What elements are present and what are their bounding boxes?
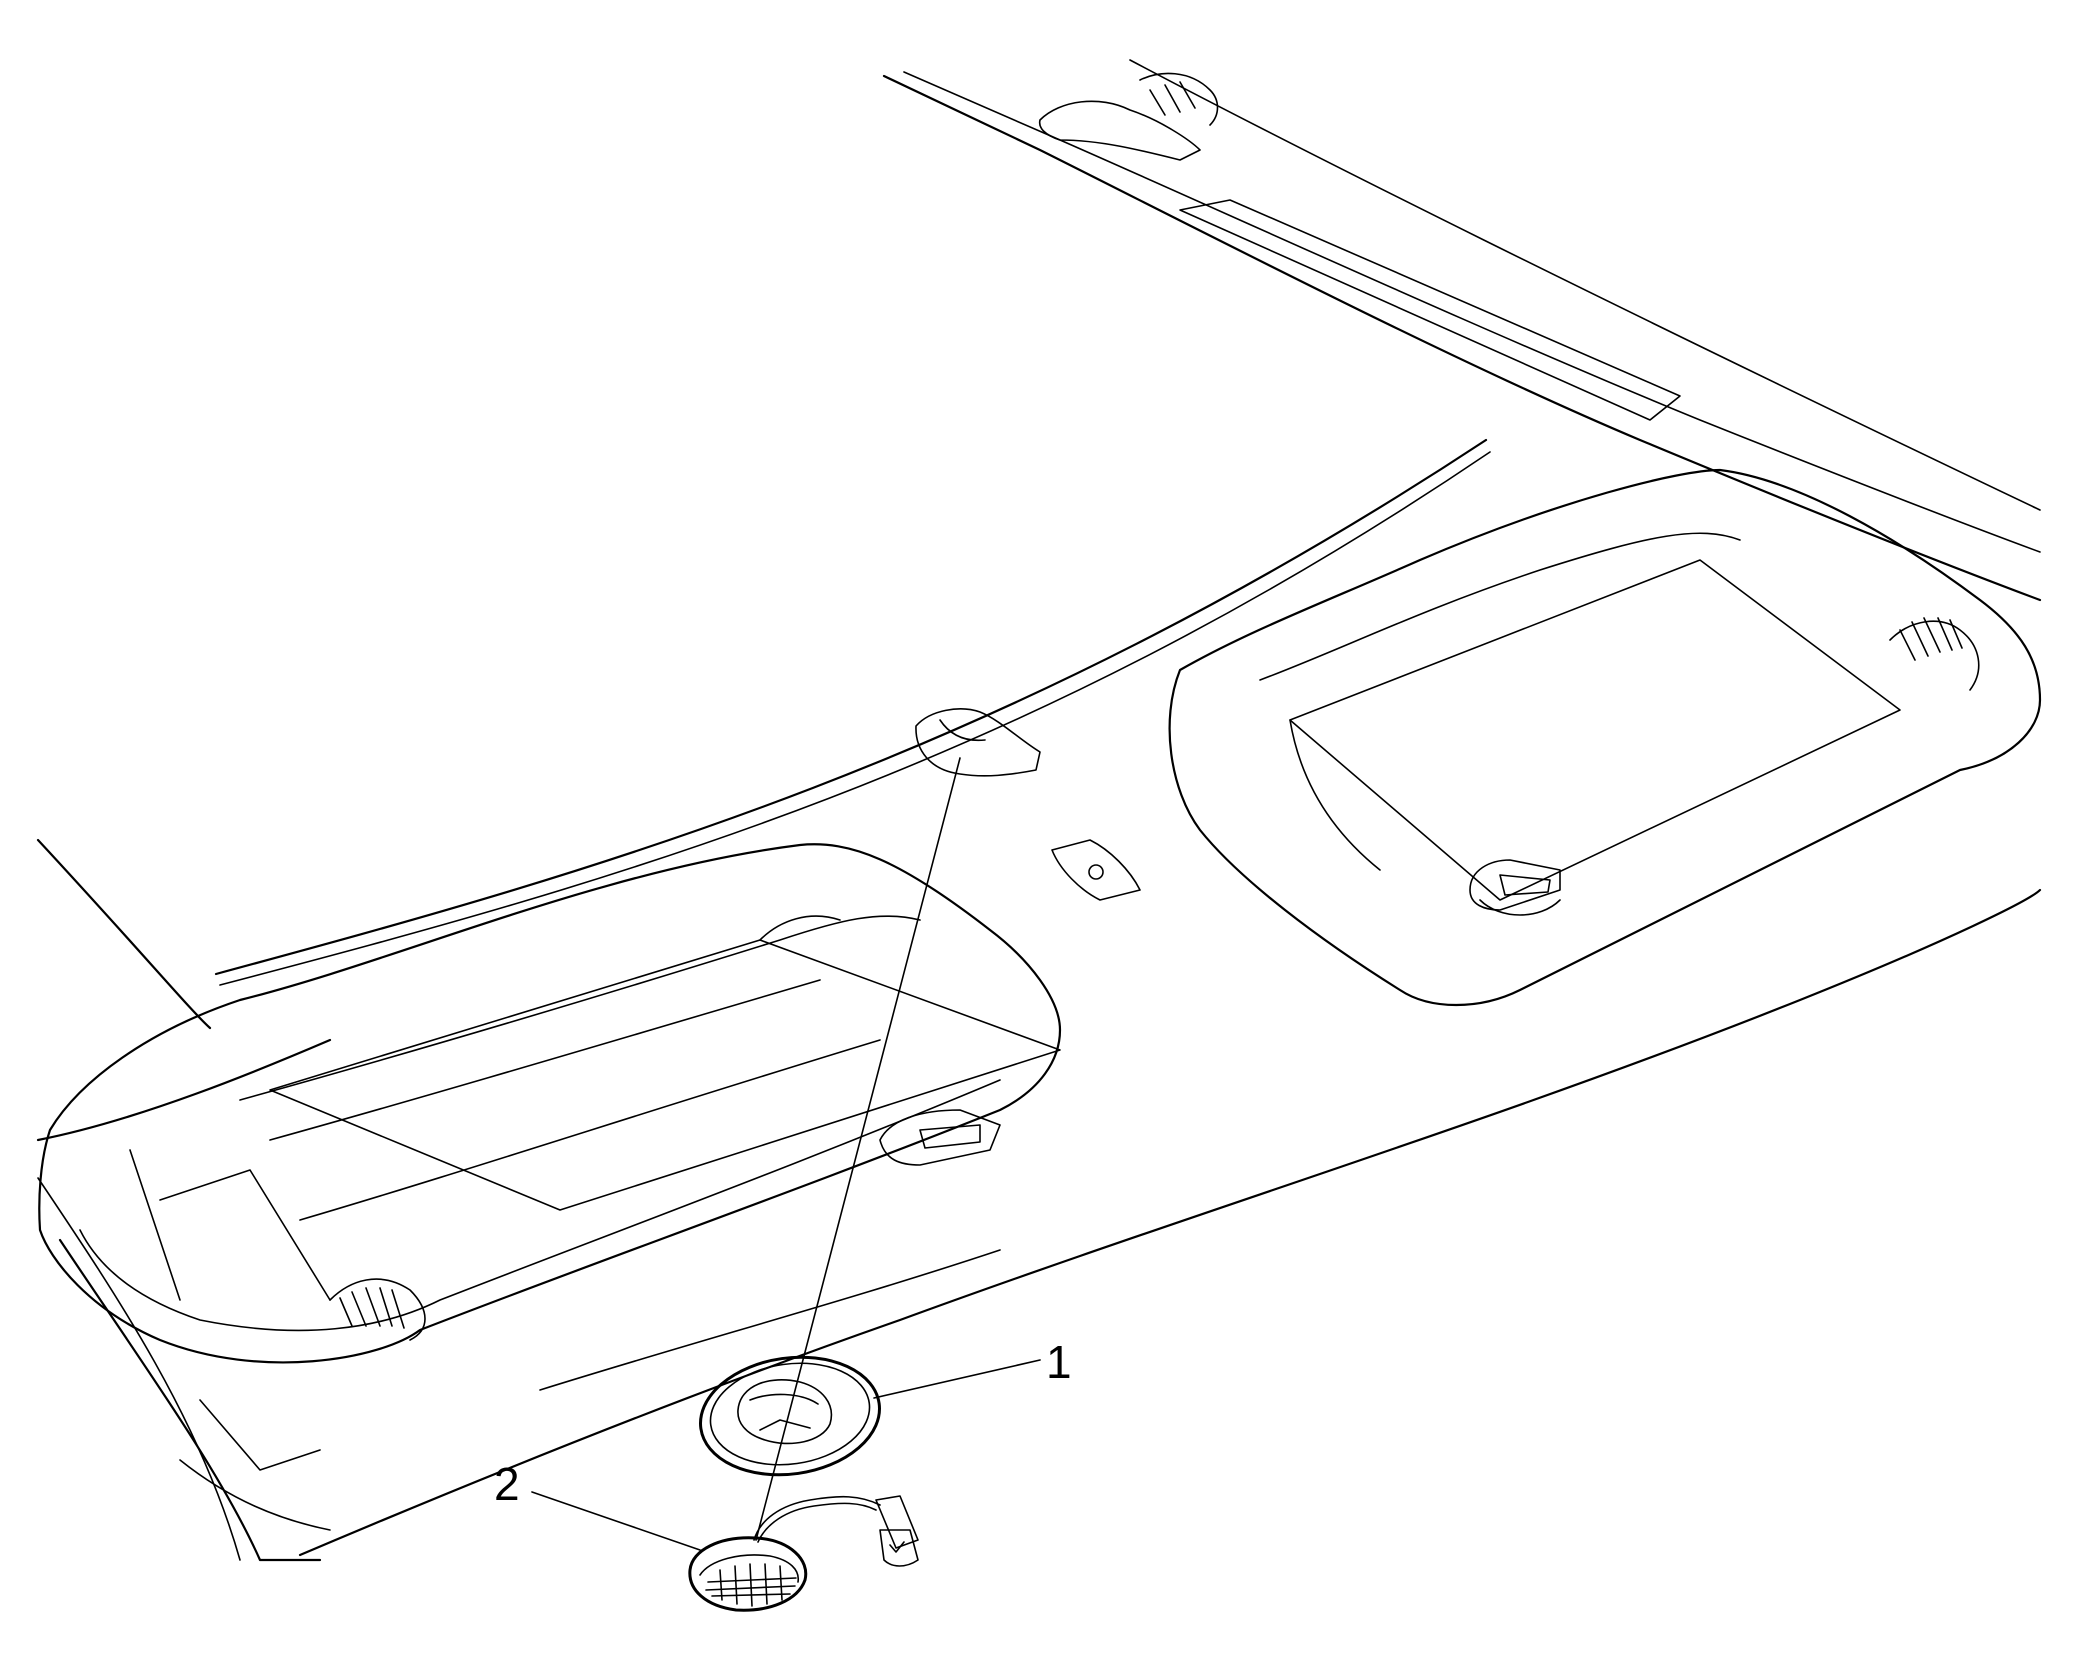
callout-1-leader: [873, 1359, 1041, 1399]
dome-lamp-assembly: [688, 1495, 919, 1612]
callout-2: 2: [494, 1458, 701, 1551]
callout-1: 1: [873, 1336, 1072, 1399]
callout-2-leader: [531, 1491, 701, 1551]
left-sunvisor-recess: [38, 843, 1062, 1364]
callout-1-label: 1: [1046, 1336, 1072, 1388]
headliner-panel: [36, 59, 2042, 1562]
callout-2-label: 2: [494, 1458, 520, 1510]
rear-roof-hardware: [1038, 72, 1219, 161]
dome-lamp-bezel: [699, 1355, 881, 1477]
right-sunvisor-recess: [1168, 468, 2042, 1007]
headliner-fastener-cover: [1051, 839, 1141, 901]
headliner-clip: [915, 708, 1041, 777]
explode-guide-line: [755, 757, 961, 1541]
